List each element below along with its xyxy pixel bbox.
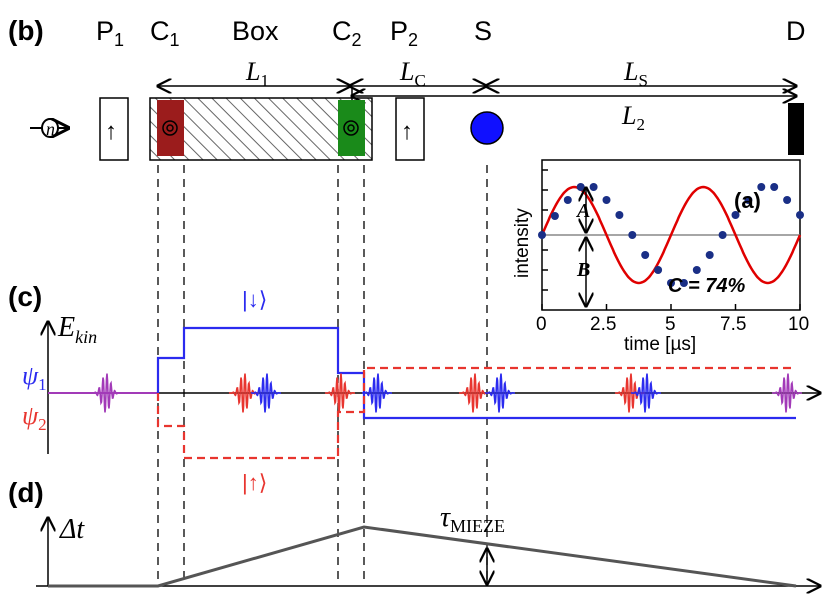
energy-label: Ekin [57, 312, 97, 347]
data-point [576, 183, 585, 191]
polarizer-p2 [395, 97, 425, 161]
data-point [770, 183, 779, 191]
delta-t-curve [48, 525, 797, 588]
p1-arrow-icon: ↑ [105, 118, 117, 145]
inset-xlabel: time [µs] [624, 334, 696, 355]
spiral-c1-icon [162, 120, 178, 136]
xtick-0: 0 [536, 314, 547, 335]
guide-lines [157, 165, 488, 584]
energy-level-up [156, 366, 796, 460]
label-lc: LC [399, 57, 426, 90]
data-point [744, 196, 753, 204]
inset-ticks [541, 169, 801, 310]
wave-packet-blue [484, 373, 516, 413]
label-s: S [474, 16, 492, 46]
spiral-c2-icon [343, 120, 359, 136]
psi2-label: ψ2 [22, 401, 47, 434]
xtick-2-5: 2.5 [590, 314, 616, 335]
data-point [641, 251, 650, 259]
dt-label: Δt [59, 514, 85, 545]
label-l1: L1 [245, 57, 269, 90]
data-point [550, 212, 559, 220]
data-point [757, 183, 766, 191]
wave-packets [90, 373, 803, 413]
neutron-label: n [46, 119, 55, 139]
xtick-5: 5 [665, 314, 676, 335]
label-d: D [786, 16, 806, 46]
wave-packet-purple [90, 373, 122, 413]
neutron-icon [30, 118, 68, 138]
panel-b-label: (b) [8, 15, 44, 46]
wave-packet-blue [361, 373, 393, 413]
p2-arrow-icon: ↑ [401, 118, 413, 145]
wave-packet-blue [250, 373, 282, 413]
coil-c1 [157, 100, 184, 156]
data-point [589, 183, 598, 191]
label-l2: L2 [621, 101, 645, 134]
label-ls: LS [623, 57, 648, 90]
xtick-7-5: 7.5 [720, 314, 746, 335]
wave-packet-red [458, 373, 490, 413]
panel-c-label: (c) [8, 281, 42, 312]
data-point [796, 211, 804, 219]
label-box: Box [232, 16, 279, 46]
data-point [718, 231, 727, 239]
data-point [692, 266, 701, 274]
data-point [667, 279, 675, 287]
inset-ylabel: intensity [512, 208, 533, 278]
data-point [705, 251, 714, 259]
panel-a-label: (a) [734, 188, 761, 213]
label-p1: P1 [96, 16, 124, 50]
xtick-10: 10 [788, 314, 809, 335]
wave-packet-blue [630, 373, 662, 413]
data-point [679, 279, 688, 287]
label-b: B [576, 259, 590, 281]
data-point [628, 231, 637, 239]
data-point [538, 231, 546, 239]
state-up-label: |↑⟩ [242, 470, 267, 495]
sample-circle [470, 111, 504, 145]
label-a: A [575, 200, 590, 222]
wave-packet-red [324, 373, 356, 413]
box-hatched [149, 97, 373, 161]
data-point [563, 196, 572, 204]
coil-c2 [338, 100, 365, 156]
label-c2: C2 [332, 16, 362, 50]
label-c1: C1 [150, 16, 180, 50]
data-point [731, 211, 740, 219]
panel-d-label: (d) [8, 477, 44, 508]
psi1-label: ψ1 [22, 361, 47, 394]
wave-packet-purple [771, 373, 803, 413]
contrast-label: C = 74% [668, 275, 745, 297]
label-p2: P2 [390, 16, 418, 50]
state-down-label: |↓⟩ [242, 287, 267, 312]
detector [788, 103, 804, 155]
data-point [654, 266, 663, 274]
data-point [615, 211, 624, 219]
tau-label: τMIEZE [440, 502, 505, 536]
data-point [783, 196, 792, 204]
data-point [602, 196, 611, 204]
polarizer-p1 [99, 97, 129, 161]
